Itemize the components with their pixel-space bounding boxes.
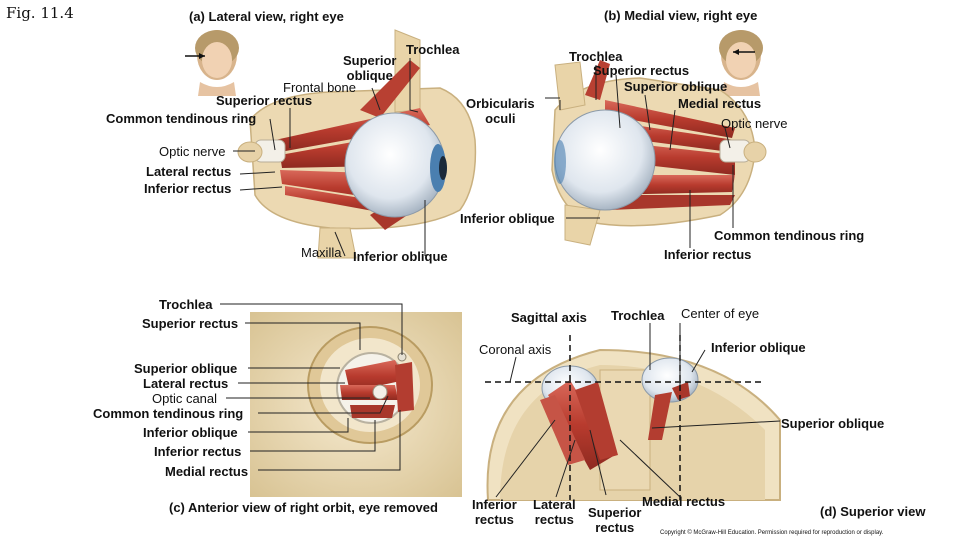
head-thumbnail-b bbox=[719, 30, 763, 96]
c-superior-oblique-label: Superior oblique bbox=[134, 361, 238, 376]
c-lateral-rectus-label: Lateral rectus bbox=[143, 376, 229, 391]
a-trochlea-label: Trochlea bbox=[406, 42, 460, 57]
b-trochlea-label: Trochlea bbox=[569, 49, 623, 64]
c-superior-rectus-label: Superior rectus bbox=[142, 316, 239, 331]
a-common-tendinous-ring-label: Common tendinous ring bbox=[106, 111, 257, 126]
panel-c-illustration bbox=[250, 312, 462, 497]
d-medial-rectus-label: Medial rectus bbox=[642, 494, 726, 509]
d-inferior-rectus-label: Inferior rectus bbox=[472, 497, 517, 527]
d-superior-oblique-label: Superior oblique bbox=[781, 416, 885, 431]
a-lateral-rectus-label: Lateral rectus bbox=[146, 164, 232, 179]
panel-b-title: (b) Medial view, right eye bbox=[604, 8, 758, 23]
d-sagittal-axis-label: Sagittal axis bbox=[511, 310, 587, 325]
panel-d-caption: (d) Superior view bbox=[820, 504, 926, 519]
b-superior-rectus-label: Superior rectus bbox=[593, 63, 690, 78]
a-superior-rectus-label: Superior rectus bbox=[216, 93, 313, 108]
copyright-notice: Copyright © McGraw-Hill Education. Permi… bbox=[660, 530, 884, 536]
a-maxilla-label: Maxilla bbox=[301, 245, 342, 260]
panel-d-illustration bbox=[485, 335, 781, 501]
head-thumbnail-a bbox=[185, 30, 239, 96]
leader-lines bbox=[220, 58, 781, 498]
c-medial-rectus-label: Medial rectus bbox=[165, 464, 249, 479]
b-inferior-oblique-label: Inferior oblique bbox=[460, 211, 555, 226]
d-inferior-oblique-label: Inferior oblique bbox=[711, 340, 806, 355]
d-center-of-eye-label: Center of eye bbox=[681, 306, 760, 321]
a-superior-oblique-label: Superior oblique bbox=[343, 53, 397, 83]
a-inferior-rectus-label: Inferior rectus bbox=[144, 181, 232, 196]
d-superior-rectus-label: Superior rectus bbox=[588, 505, 642, 535]
panel-a-illustration bbox=[185, 29, 477, 259]
figure-label: Fig. 11.4 bbox=[6, 4, 74, 22]
b-medial-rectus-label: Medial rectus bbox=[678, 96, 762, 111]
d-coronal-axis-label: Coronal axis bbox=[479, 342, 552, 357]
d-trochlea-label: Trochlea bbox=[611, 308, 665, 323]
c-inferior-oblique-label: Inferior oblique bbox=[143, 425, 238, 440]
c-common-tendinous-ring-label: Common tendinous ring bbox=[93, 406, 244, 421]
c-trochlea-label: Trochlea bbox=[159, 297, 213, 312]
b-superior-oblique-label: Superior oblique bbox=[624, 79, 728, 94]
a-optic-nerve-label: Optic nerve bbox=[159, 144, 226, 159]
panel-c-caption: (c) Anterior view of right orbit, eye re… bbox=[169, 500, 438, 515]
d-lateral-rectus-label: Lateral rectus bbox=[533, 497, 576, 527]
c-optic-canal-label: Optic canal bbox=[152, 391, 218, 406]
panel-b-illustration bbox=[551, 30, 767, 246]
b-optic-nerve-label: Optic nerve bbox=[721, 116, 788, 131]
a-inferior-oblique-label: Inferior oblique bbox=[353, 249, 448, 264]
b-common-tendinous-ring-label: Common tendinous ring bbox=[714, 228, 865, 243]
b-inferior-rectus-label: Inferior rectus bbox=[664, 247, 752, 262]
b-orbicularis-oculi-label: Orbicularis oculi bbox=[466, 96, 535, 126]
panel-a-title: (a) Lateral view, right eye bbox=[189, 9, 344, 24]
a-frontal-bone-label: Frontal bone bbox=[283, 80, 356, 95]
c-inferior-rectus-label: Inferior rectus bbox=[154, 444, 242, 459]
